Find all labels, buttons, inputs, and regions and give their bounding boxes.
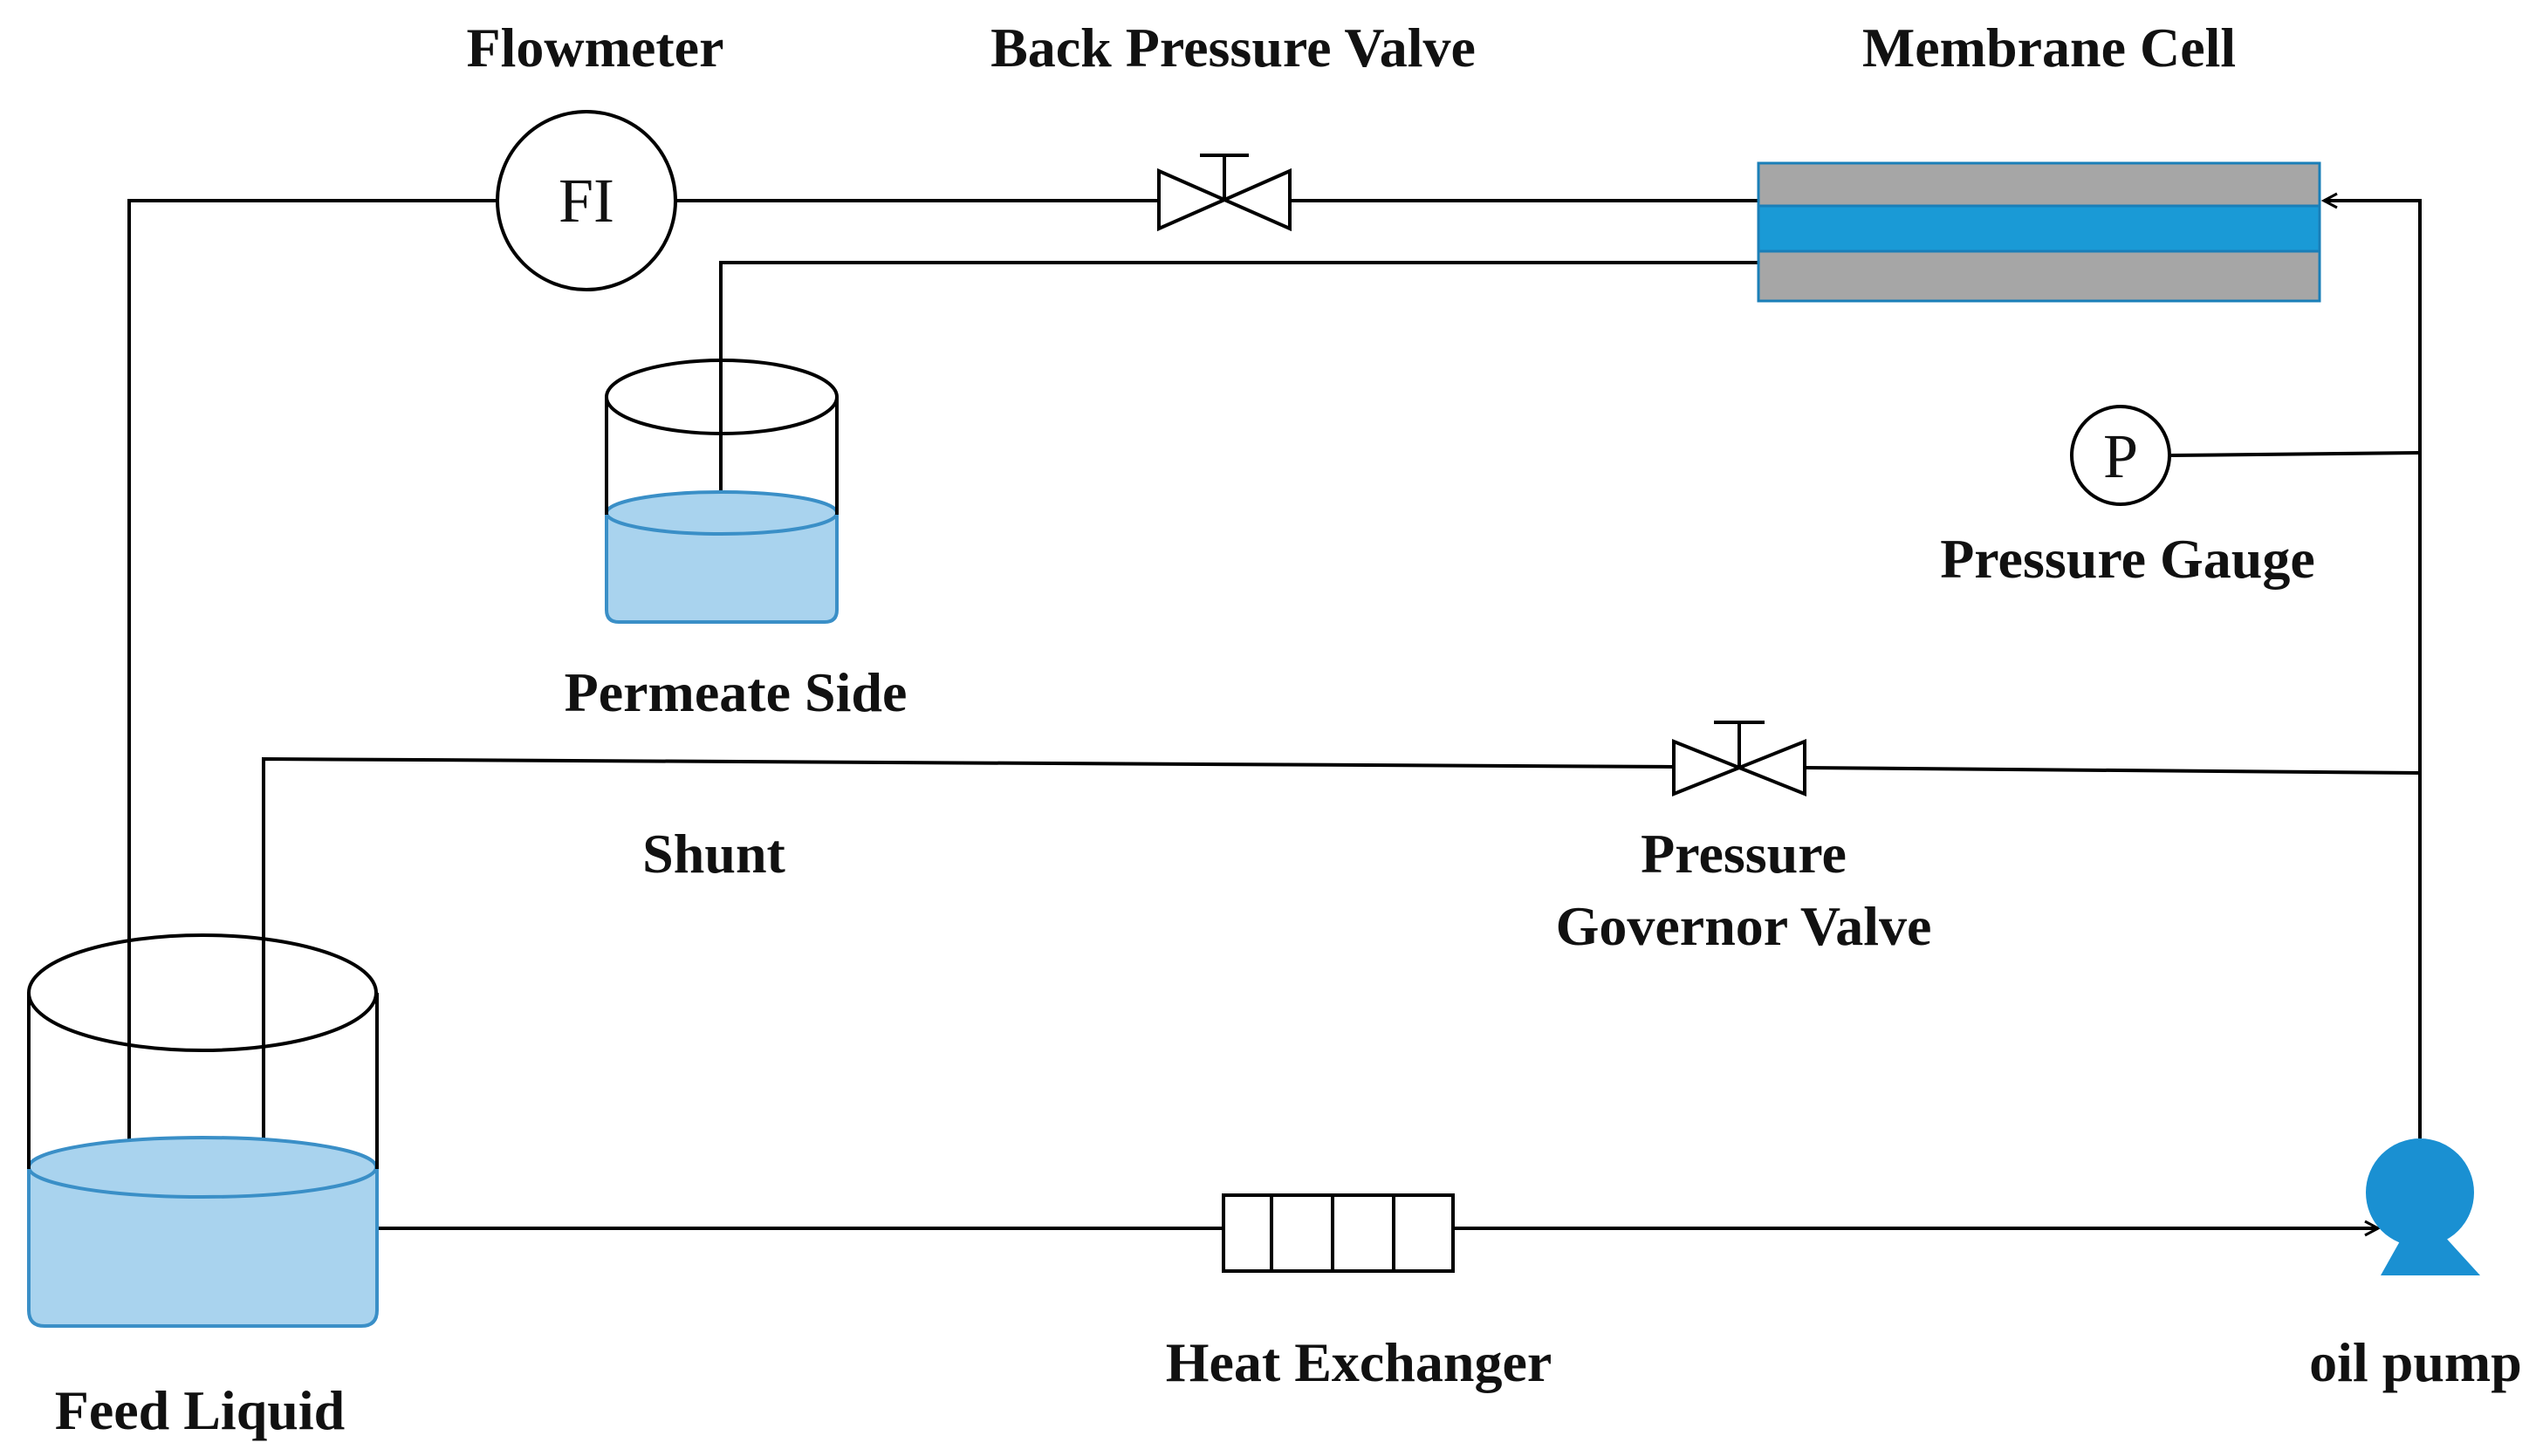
feed-liquid-label: Feed Liquid: [55, 1379, 346, 1441]
pump-icon: [2366, 1138, 2480, 1275]
tank-icon: [27, 933, 379, 1328]
permeate-line: [721, 261, 1758, 550]
flowmeter: FI: [496, 110, 677, 291]
flowmeter-symbol: FI: [559, 166, 614, 236]
return-line: [129, 199, 497, 1230]
gate-valve-icon: [1157, 154, 1292, 232]
back-pressure-valve-label: Back Pressure Valve: [990, 17, 1476, 79]
feed-tank: [27, 933, 379, 1328]
heat-exchanger-icon: [1222, 1193, 1455, 1273]
pressure-governor-valve: [1672, 721, 1806, 796]
gate-valve-icon: [1672, 721, 1806, 796]
riser-line: [2324, 201, 2422, 1138]
heat-exchanger: [1222, 1193, 1455, 1273]
shunt-right-line: [1804, 766, 2421, 775]
pressure-governor-valve-label-line2: Governor Valve: [1556, 895, 1932, 957]
pressure-governor-valve-label-line1: Pressure: [1641, 823, 1847, 885]
oil-pump: [2366, 1138, 2480, 1275]
shunt-left-line: [264, 756, 1675, 1243]
membrane-cell-icon: [1757, 161, 2321, 303]
membrane-cell-label: Membrane Cell: [1862, 17, 2236, 79]
membrane-cell: [1757, 161, 2321, 303]
beaker-icon: [605, 359, 839, 624]
pipes: [129, 199, 2422, 1243]
back-pressure-valve: [1157, 154, 1292, 232]
pressure-gauge: P: [2070, 405, 2171, 506]
pressure-gauge-label: Pressure Gauge: [1940, 528, 2315, 590]
permeate-beaker: [605, 359, 839, 624]
shunt-label: Shunt: [642, 823, 785, 885]
flowmeter-circle-icon: [496, 110, 677, 291]
labels: Flowmeter Back Pressure Valve Membrane C…: [55, 17, 2522, 1441]
pressure-gauge-symbol: P: [2103, 421, 2138, 491]
gauge-branch-line: [2170, 451, 2421, 457]
flowmeter-label: Flowmeter: [467, 17, 724, 79]
heat-exchanger-label: Heat Exchanger: [1166, 1331, 1552, 1393]
oil-pump-label: oil pump: [2309, 1331, 2522, 1393]
permeate-side-label: Permeate Side: [565, 661, 908, 723]
pressure-gauge-icon: [2070, 405, 2171, 506]
